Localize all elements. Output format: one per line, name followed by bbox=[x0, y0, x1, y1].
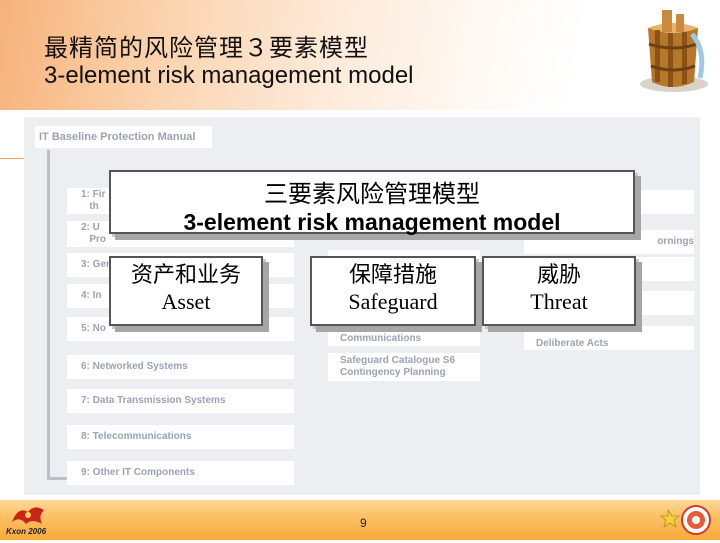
footer-band bbox=[0, 500, 720, 540]
model-title-english: 3-element risk management model bbox=[183, 209, 561, 235]
page-number: 9 bbox=[360, 516, 367, 530]
star-seal-icon bbox=[659, 505, 711, 535]
slide-title-chinese: 最精简的风险管理３要素模型 bbox=[44, 35, 369, 62]
threat-label-chinese: 威胁 bbox=[536, 262, 581, 287]
header-band bbox=[0, 0, 720, 110]
asset-label-chinese: 资产和业务 bbox=[130, 262, 241, 287]
threat-card: 威胁 Threat bbox=[482, 256, 636, 326]
tree-connector-horizontal bbox=[47, 477, 75, 480]
safeguard-label-english: Safeguard bbox=[348, 289, 438, 314]
manual-item-7: 7: Data Transmission Systems bbox=[67, 389, 294, 413]
manual-title: IT Baseline Protection Manual bbox=[35, 126, 212, 148]
kxon-logo-icon bbox=[12, 507, 44, 524]
model-title-chinese: 三要素风险管理模型 bbox=[264, 181, 480, 208]
manual-item-8: 8: Telecommunications bbox=[67, 425, 294, 449]
manual-item-6: 6: Networked Systems bbox=[67, 355, 294, 379]
threats-catalogue-t2: ornings bbox=[524, 230, 694, 254]
barrel-logo bbox=[622, 0, 720, 100]
safeguard-catalogue-s5-subtitle: Communications bbox=[328, 332, 480, 346]
divider-tick bbox=[0, 158, 24, 159]
asset-label-english: Asset bbox=[161, 289, 211, 314]
safeguard-label-chinese: 保障措施 bbox=[348, 262, 437, 287]
model-title-box: 三要素风险管理模型 3-element risk management mode… bbox=[109, 170, 635, 235]
kxon-logo-text: Kxon 2006 bbox=[6, 527, 47, 536]
threat-label-english: Threat bbox=[530, 289, 588, 314]
safeguard-card: 保障措施 Safeguard bbox=[310, 256, 476, 326]
barrel-icon bbox=[640, 10, 708, 92]
star-seal-logo bbox=[659, 500, 716, 538]
threats-catalogue-t5: Deliberate Acts bbox=[524, 326, 694, 350]
kxon-logo bbox=[4, 502, 54, 538]
tree-connector-vertical bbox=[47, 150, 50, 480]
slide-title-english: 3-element risk management model bbox=[44, 62, 414, 89]
manual-item-9: 9: Other IT Components bbox=[67, 461, 294, 485]
asset-card: 资产和业务 Asset bbox=[109, 256, 263, 326]
safeguard-catalogue-s6: Safeguard Catalogue S6 Contingency Plann… bbox=[328, 353, 480, 381]
